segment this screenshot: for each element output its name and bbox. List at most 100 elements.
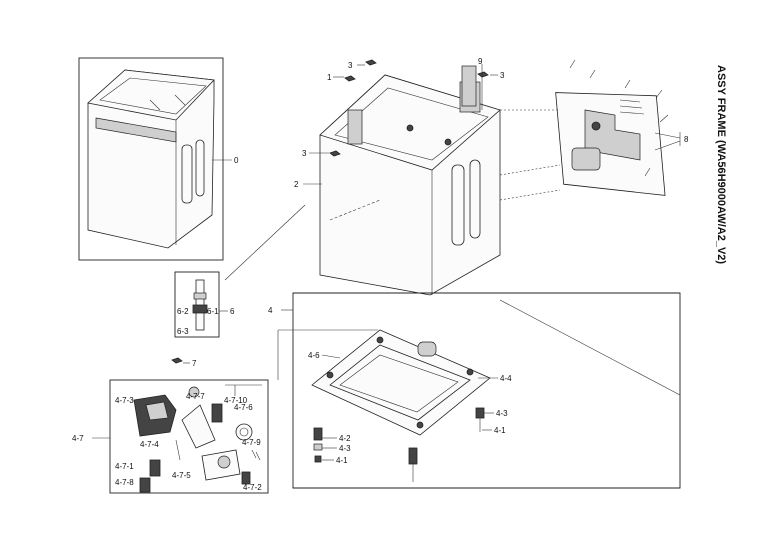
callout-4-7-3: 4-7-3 — [115, 396, 134, 405]
cabinet-frame-hole-1 — [406, 124, 414, 132]
leader-8 — [654, 132, 681, 151]
base-alignment-line — [499, 299, 681, 396]
rear-panel-recess — [571, 147, 601, 171]
callout-4-7: 4-7 — [72, 434, 84, 443]
cabinet-top-opening — [87, 69, 215, 121]
callout-4-3-left: 4-3 — [339, 444, 351, 453]
rear-panel-vents — [619, 99, 645, 115]
cabinet-frame-top-inner — [334, 87, 489, 161]
callout-7: 7 — [192, 359, 197, 368]
screw-3-right — [477, 71, 489, 78]
base-assembly-frame — [292, 292, 681, 489]
part-4-7-8-cap — [139, 477, 151, 493]
part-4-7-9-clip — [251, 449, 261, 461]
base-frame-inner — [329, 344, 471, 421]
base-frame — [311, 329, 491, 436]
callout-4-7-5: 4-7-5 — [172, 471, 191, 480]
pump-assembly-frame — [109, 379, 269, 494]
part-9-bracket — [461, 65, 477, 107]
base-foot-left — [313, 427, 323, 463]
part-4-7-4-hose — [181, 404, 216, 449]
part-4-7-10-connector — [211, 403, 223, 423]
callout-6: 6 — [230, 307, 235, 316]
leader-4-6 — [321, 354, 341, 359]
callout-4-2: 4-2 — [339, 434, 351, 443]
callout-4-7-4: 4-7-4 — [140, 440, 159, 449]
callout-3-top: 3 — [348, 61, 353, 70]
callout-4-7-6: 4-7-6 — [234, 403, 253, 412]
cabinet-side-slot-2 — [195, 139, 205, 197]
part-7-clip — [171, 357, 183, 364]
part-4-7-7-ring — [188, 386, 200, 398]
callout-4-6: 4-6 — [308, 351, 320, 360]
callout-4-7-7: 4-7-7 — [186, 392, 205, 401]
rear-panel — [555, 92, 666, 196]
callout-4-1-right: 4-1 — [494, 426, 506, 435]
leader-6-from-frame — [224, 204, 306, 281]
callout-8: 8 — [684, 135, 689, 144]
callout-6-2: 6-2 — [177, 307, 189, 316]
callout-4-7-10: 4-7-10 — [224, 396, 248, 405]
clip-1 — [344, 75, 356, 82]
foot-left-nut — [314, 455, 322, 463]
callout-4-7-9: 4-7-9 — [242, 438, 261, 447]
base-foot-right — [475, 407, 485, 432]
base-corner-hole-2 — [376, 336, 384, 344]
part-4-7-6-seal — [235, 423, 253, 441]
seal-inner — [239, 427, 249, 437]
callout-3-right: 3 — [500, 71, 505, 80]
cabinet-frame — [319, 74, 501, 296]
foot-left-bolt — [313, 427, 323, 441]
callout-2: 2 — [294, 180, 299, 189]
cabinet-frame-hidden-line — [329, 199, 381, 221]
callout-6-3: 6-3 — [177, 327, 189, 336]
detail-6-frame — [174, 271, 220, 338]
base-corner-hole-1 — [326, 371, 334, 379]
part-4-7-1-filter — [149, 459, 161, 477]
callout-4-7-1: 4-7-1 — [115, 462, 134, 471]
callout-3-left: 3 — [302, 149, 307, 158]
part-6-1-nut — [192, 304, 208, 314]
callout-0: 0 — [234, 156, 239, 165]
callout-1: 1 — [327, 73, 332, 82]
cabinet-inner-detail — [149, 94, 186, 111]
base-pump-mount — [417, 341, 437, 357]
pump-parts — [133, 386, 261, 493]
part-6-2-washer — [193, 292, 207, 300]
callout-4-7-8: 4-7-8 — [115, 478, 134, 487]
foot-left-washer — [313, 443, 323, 451]
motor-face — [145, 401, 169, 421]
foot-right-grommet — [475, 407, 485, 419]
part-4-7-2-screw — [241, 471, 251, 485]
cabinet-frame-slot-2 — [469, 159, 481, 239]
cabinet-assembly-view — [78, 57, 224, 261]
callout-9: 9 — [478, 57, 483, 66]
cabinet-inner-frame — [99, 77, 207, 115]
cabinet-side-slot-1 — [181, 144, 193, 204]
callout-4-4: 4-4 — [500, 374, 512, 383]
callout-4-1-left: 4-1 — [336, 456, 348, 465]
foot-center-bolt — [408, 447, 418, 465]
base-corner-hole-3 — [466, 368, 474, 376]
base-frame-inner-edge — [339, 354, 459, 413]
callout-4-7-2: 4-7-2 — [243, 483, 262, 492]
callout-4-3-right: 4-3 — [496, 409, 508, 418]
callout-4: 4 — [268, 306, 273, 315]
cabinet-frame-slot-1 — [451, 164, 465, 246]
base-foot-center — [408, 447, 418, 482]
diagram-title: ASSY FRAME (WA56H9000AW/A2_V2) — [715, 65, 727, 264]
rear-panel-alignment-lines — [499, 109, 561, 201]
rear-panel-screws — [569, 59, 669, 177]
part-6-leg — [192, 279, 208, 331]
base-corner-hole-4 — [416, 421, 424, 429]
cabinet-frame-hole-2 — [444, 138, 452, 146]
screw-3-top — [365, 59, 377, 66]
hose-connector-line — [175, 439, 181, 461]
cabinet-assembly-frame — [78, 57, 224, 261]
rear-panel-hole — [591, 121, 601, 131]
callout-6-1: 6-1 — [207, 307, 219, 316]
cabinet-frame-bracket-left — [347, 109, 363, 145]
screw-3-left — [329, 150, 341, 157]
pump-housing-port — [217, 455, 231, 469]
